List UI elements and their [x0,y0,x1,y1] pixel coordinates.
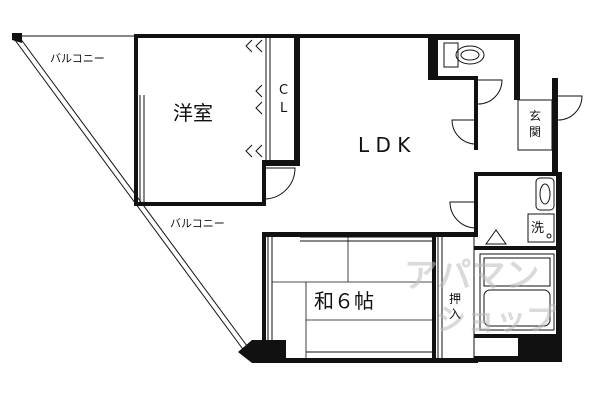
oshiire-label-bottom: 入 [449,307,461,321]
watermark-line2: ショップ [436,303,557,338]
japanese-room-label: 和６帖 [314,289,374,313]
balcony-label-lower: バルコニー [170,217,225,230]
genkan-label-bottom: 関 [529,125,541,139]
japanese-room [238,232,478,363]
toilet [432,34,520,80]
watermark: アパマン ショップ [404,256,557,338]
western-room-label: 洋室 [173,101,213,125]
oshiire-label-top: 押 [449,292,461,306]
entrance [477,78,583,176]
watermark-line1: アパマン [404,256,539,296]
balcony-label-upper: バルコニー [50,52,105,65]
closet-label-top: C [279,83,288,98]
washer-label: 洗 [531,221,544,236]
genkan-label-top: 玄 [529,108,541,123]
closet-label-bottom: L [280,101,288,116]
western-room [134,34,300,206]
ldk-label: L D K [358,133,411,157]
ldk-room [262,34,478,237]
bathroom [474,172,562,362]
closet [262,34,300,166]
